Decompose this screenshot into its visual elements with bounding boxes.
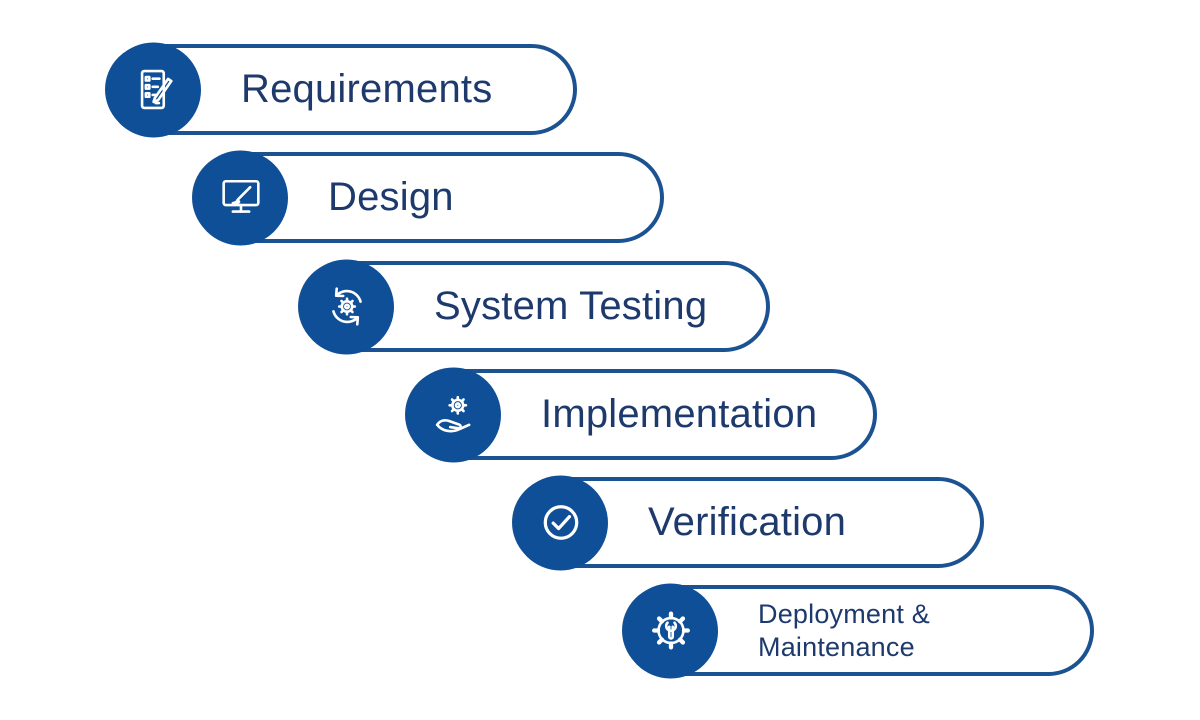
step-label: Verification — [648, 499, 847, 544]
step-label-line: Design — [328, 174, 454, 219]
deployment-gear-wrench-icon — [623, 583, 718, 678]
step-pill-design: Design — [192, 150, 664, 245]
step-label-line: Deployment & — [758, 598, 930, 629]
system-testing-sync-gear-icon — [299, 259, 394, 354]
step-pill-deployment-maintenance: Deployment &Maintenance — [622, 583, 1094, 678]
requirements-checklist-pencil-icon — [106, 42, 201, 137]
step-pill-verification: Verification — [512, 475, 984, 570]
step-label: Requirements — [241, 66, 493, 111]
step-label-line: System Testing — [434, 283, 708, 328]
step-pill-system-testing: System Testing — [298, 259, 770, 354]
step-label: Design — [328, 174, 454, 219]
step-label-line: Verification — [648, 499, 847, 544]
step-label: Implementation — [541, 391, 818, 436]
design-monitor-brush-icon — [193, 150, 288, 245]
step-label-line: Implementation — [541, 391, 818, 436]
step-label-line: Maintenance — [758, 631, 915, 662]
step-label: Deployment &Maintenance — [758, 598, 930, 664]
implementation-hand-gear-icon — [406, 367, 501, 462]
step-label: System Testing — [434, 283, 708, 328]
step-pill-requirements: Requirements — [105, 42, 577, 137]
step-pill-implementation: Implementation — [405, 367, 877, 462]
step-label-line: Requirements — [241, 66, 493, 111]
verification-check-circle-icon — [513, 475, 608, 570]
